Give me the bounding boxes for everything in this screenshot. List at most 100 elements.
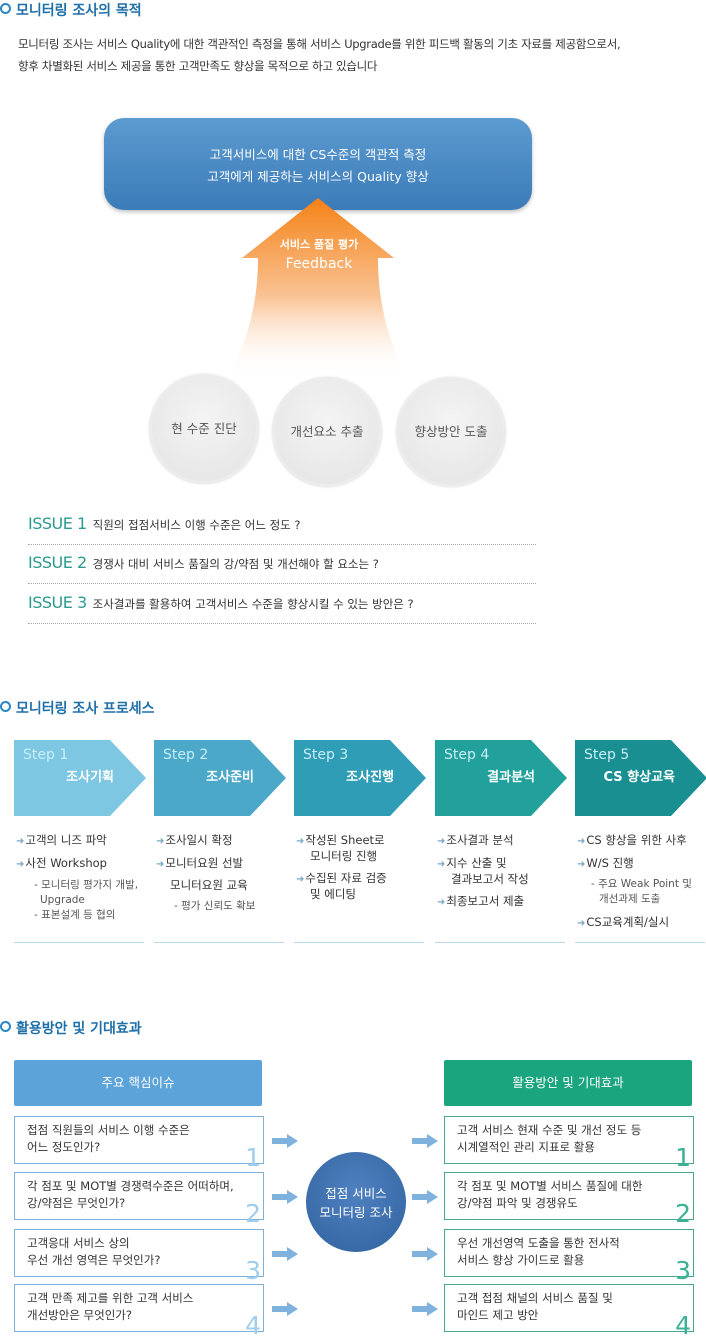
step-number: Step 4 bbox=[444, 747, 490, 763]
step-divider bbox=[14, 942, 144, 943]
step-item: 모니터요원 교육 bbox=[170, 878, 248, 892]
circle-plan: 향상방안 도출 bbox=[396, 377, 506, 487]
step-divider bbox=[154, 942, 284, 943]
circle-bullet-icon bbox=[0, 3, 11, 14]
box-number: 4 bbox=[675, 1311, 691, 1340]
circle-bullet-icon bbox=[0, 701, 11, 712]
step-sub-item: 개선과제 도출 bbox=[599, 893, 661, 905]
circle-bullet-icon bbox=[0, 1021, 11, 1032]
arrow-label: 서비스 품질 평가 bbox=[279, 238, 359, 251]
step-item: ➜고객의 니즈 파악 bbox=[16, 833, 107, 847]
box-number: 3 bbox=[245, 1256, 261, 1285]
section-title-effects: 활용방안 및 기대효과 bbox=[0, 1018, 142, 1038]
arrow-right-icon: ➜ bbox=[296, 836, 305, 847]
chevron-icon bbox=[14, 740, 146, 816]
issue-label: ISSUE 1 bbox=[28, 514, 87, 533]
step-item: ➜지수 산출 및 bbox=[437, 856, 507, 870]
issue-text: 경쟁사 대비 서비스 품질의 강/약점 및 개선해야 할 요소는 ? bbox=[92, 557, 379, 571]
step-item: ➜W/S 진행 bbox=[577, 856, 634, 870]
step-number: Step 2 bbox=[163, 747, 209, 763]
step-sub-item: Upgrade bbox=[40, 894, 85, 906]
section-title-process: 모니터링 조사 프로세스 bbox=[0, 698, 155, 718]
box-number: 2 bbox=[675, 1199, 691, 1228]
center-line-1: 접점 서비스 bbox=[325, 1186, 387, 1201]
circle-improvement: 개선요소 추출 bbox=[272, 377, 382, 487]
step-sub-item: - 표본설계 등 협의 bbox=[34, 909, 116, 921]
chevron-icon bbox=[154, 740, 286, 816]
chevron-icon bbox=[575, 740, 706, 816]
box-number: 4 bbox=[245, 1311, 261, 1340]
step-item: ➜CS교육계획/실시 bbox=[577, 915, 670, 929]
step-1-chevron: Step 1 조사기획 bbox=[14, 740, 146, 816]
step-item: ➜모니터요원 선발 bbox=[156, 856, 244, 870]
issue-row-1: ISSUE 1 직원의 접점서비스 이행 수준은 어느 정도 ? bbox=[28, 514, 536, 545]
step-name: 조사기획 bbox=[66, 770, 114, 785]
step-item: ➜작성된 Sheet로 bbox=[296, 833, 385, 847]
issue-label: ISSUE 3 bbox=[28, 593, 87, 612]
arrow-right-icon: ➜ bbox=[577, 918, 586, 929]
arrow-right-icon: ➜ bbox=[577, 836, 586, 847]
step-item: ➜조사일시 확정 bbox=[156, 833, 233, 847]
left-column-header: 주요 핵심이슈 bbox=[14, 1060, 262, 1106]
step-number: Step 1 bbox=[23, 747, 69, 763]
goal-box: 고객서비스에 대한 CS수준의 객관적 측정 고객에게 제공하는 서비스의 Qu… bbox=[104, 118, 532, 210]
arrow-right-icon: ➜ bbox=[437, 897, 446, 908]
arrow-right-icon: ➜ bbox=[437, 859, 446, 870]
arrow-right-icon: ➜ bbox=[577, 859, 586, 870]
chevron-icon bbox=[294, 740, 426, 816]
box-number: 1 bbox=[675, 1143, 691, 1172]
goal-line-2: 고객에게 제공하는 서비스의 Quality 향상 bbox=[207, 169, 429, 184]
step-item: 및 에디팅 bbox=[310, 887, 356, 901]
box-number: 1 bbox=[245, 1143, 261, 1172]
feedback-arrow-icon bbox=[226, 198, 408, 378]
step-name: CS 향상교육 bbox=[603, 770, 675, 785]
step-3-chevron: Step 3 조사진행 bbox=[294, 740, 426, 816]
box-number: 3 bbox=[675, 1256, 691, 1285]
arrow-sub-label: Feedback bbox=[285, 256, 353, 272]
center-circle: 접점 서비스 모니터링 조사 bbox=[306, 1152, 406, 1252]
step-number: Step 5 bbox=[584, 747, 630, 763]
arrow-right-icon: ➜ bbox=[437, 836, 446, 847]
step-sub-item: - 평가 신뢰도 확보 bbox=[174, 900, 256, 912]
center-line-2: 모니터링 조사 bbox=[319, 1205, 393, 1220]
step-item: 모니터링 진행 bbox=[310, 849, 378, 863]
box-text: 각 점포 및 MOT별 경쟁력수준은 어떠하며,강/약점은 무엇인가? bbox=[27, 1179, 234, 1210]
step-name: 조사진행 bbox=[346, 770, 394, 785]
goal-line-1: 고객서비스에 대한 CS수준의 객관적 측정 bbox=[209, 147, 427, 162]
step-name: 결과분석 bbox=[487, 770, 535, 785]
arrow-right-icon: ➜ bbox=[16, 859, 25, 870]
left-issue-box-2: 각 점포 및 MOT별 경쟁력수준은 어떠하며,강/약점은 무엇인가? 2 bbox=[14, 1172, 264, 1226]
arrow-right-icon: ➜ bbox=[156, 836, 165, 847]
issue-row-2: ISSUE 2 경쟁사 대비 서비스 품질의 강/약점 및 개선해야 할 요소는 … bbox=[28, 553, 536, 584]
section-title-purpose: 모니터링 조사의 목적 bbox=[0, 0, 142, 20]
step-sub-item: - 모니터링 평가지 개발, bbox=[34, 879, 139, 891]
step-divider bbox=[294, 942, 424, 943]
box-number: 2 bbox=[245, 1199, 261, 1228]
arrow-right-icon: ➜ bbox=[16, 836, 25, 847]
issue-row-3: ISSUE 3 조사결과를 활용하여 고객서비스 수준을 향상시킬 수 있는 방안… bbox=[28, 593, 536, 624]
step-number: Step 3 bbox=[303, 747, 349, 763]
intro-line-2: 향후 차별화된 서비스 제공을 통한 고객만족도 향상을 목적으로 하고 있습니… bbox=[18, 59, 378, 73]
step-item: 결과보고서 작성 bbox=[451, 872, 529, 886]
issue-text: 직원의 접점서비스 이행 수준은 어느 정도 ? bbox=[92, 518, 301, 532]
arrow-right-icon: ➜ bbox=[296, 874, 305, 885]
step-4-chevron: Step 4 결과분석 bbox=[435, 740, 567, 816]
issue-label: ISSUE 2 bbox=[28, 553, 87, 572]
intro-line-1: 모니터링 조사는 서비스 Quality에 대한 객관적인 측정을 통해 서비스… bbox=[18, 37, 621, 51]
chevron-icon bbox=[435, 740, 567, 816]
step-sub-item: - 주요 Weak Point 및 bbox=[591, 878, 692, 890]
issue-text: 조사결과를 활용하여 고객서비스 수준을 향상시킬 수 있는 방안은 ? bbox=[92, 597, 414, 611]
